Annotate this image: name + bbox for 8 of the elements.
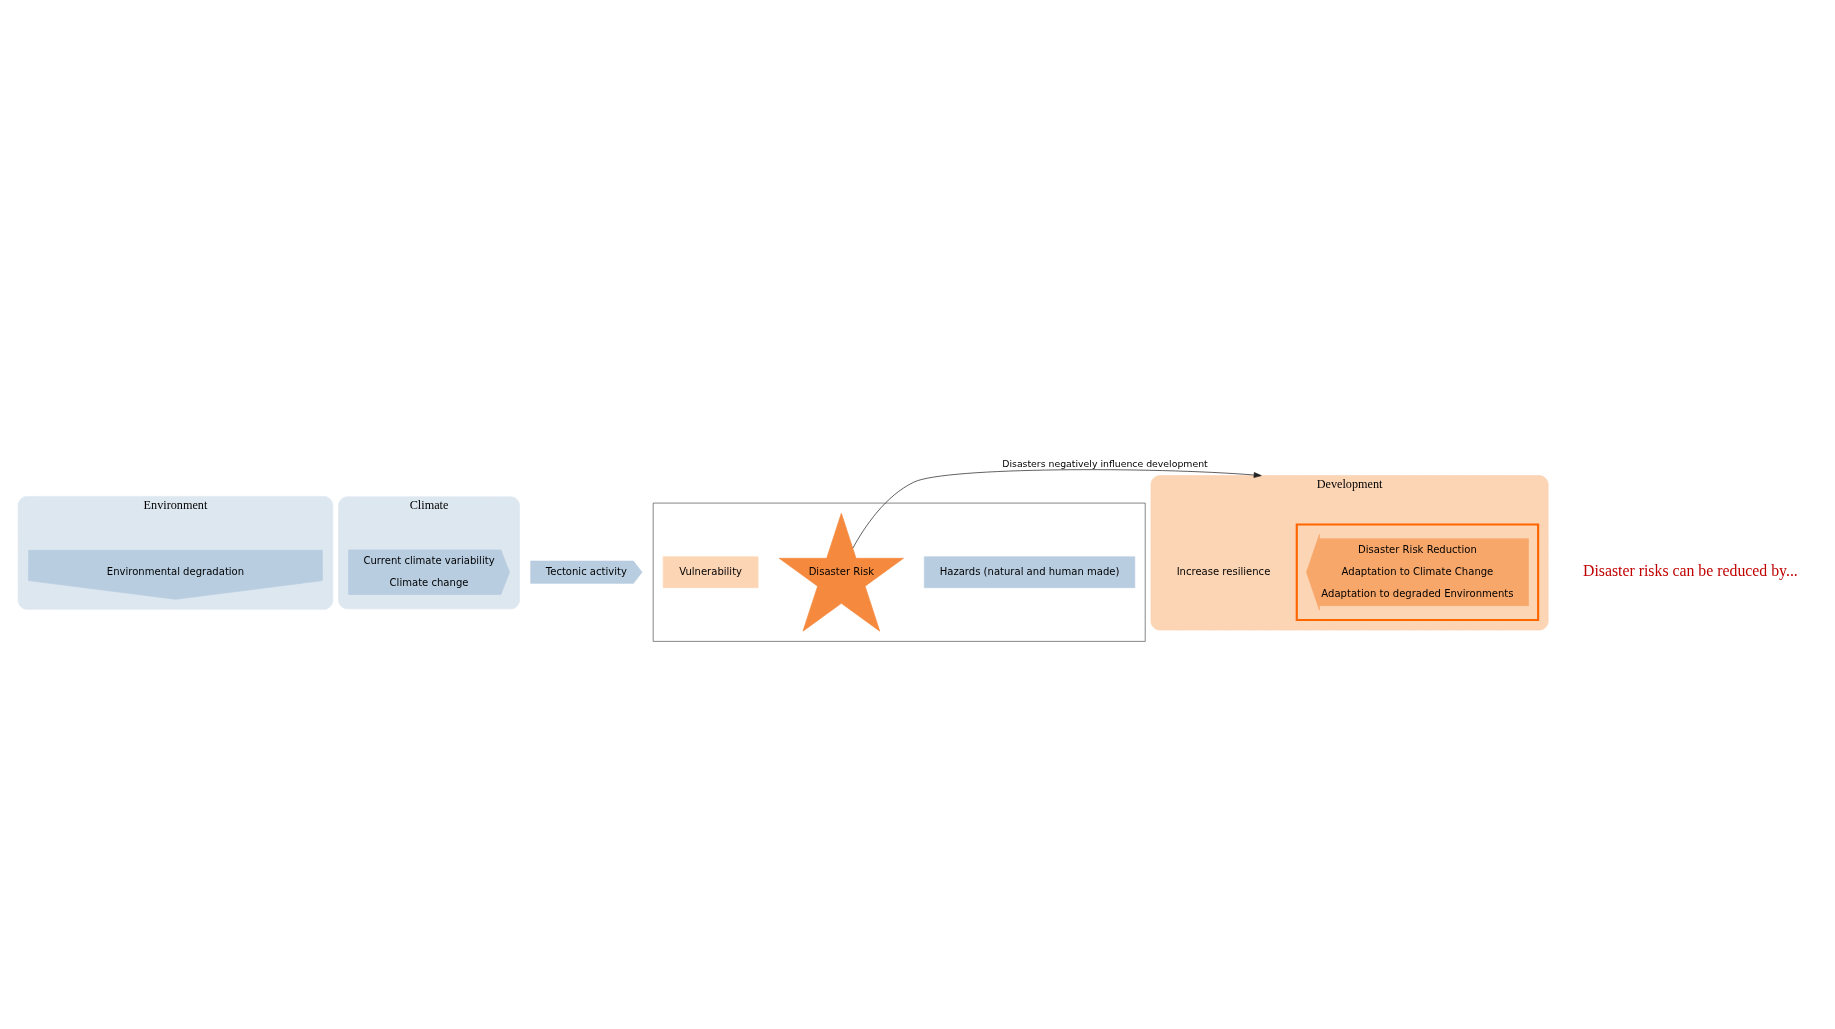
cluster — [652, 502, 1146, 642]
cluster — [1295, 523, 1540, 622]
node-box: Vulnerability — [662, 556, 759, 589]
node-text: Increase resilience — [1176, 565, 1271, 577]
edge-label: Disasters negatively influence development — [1002, 458, 1208, 470]
node-box: Hazards (natural and human made) — [923, 556, 1136, 589]
label: Disaster risks can be reduced by... — [1583, 562, 1798, 580]
arrow — [852, 469, 1262, 549]
